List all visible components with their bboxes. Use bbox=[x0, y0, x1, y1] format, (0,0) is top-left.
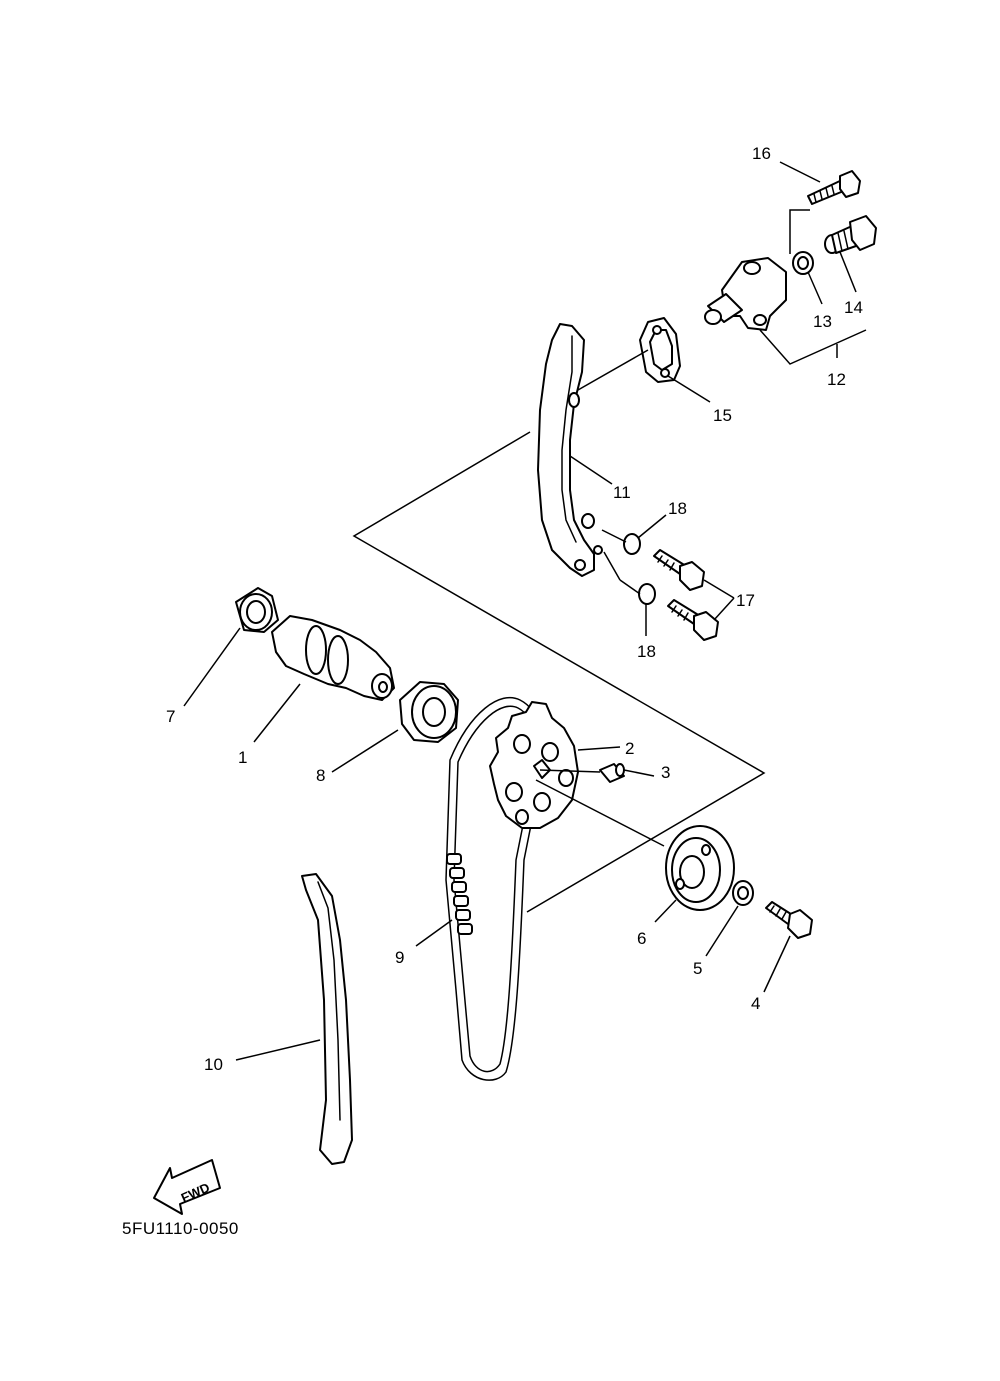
tensioner-gasket[interactable] bbox=[792, 251, 814, 275]
dowel-pin[interactable] bbox=[599, 763, 625, 783]
callout-13: 13 bbox=[813, 312, 832, 331]
guide-bolt-lower[interactable] bbox=[667, 599, 719, 641]
callout-5: 5 bbox=[693, 959, 702, 978]
callout-labels: 16 14 13 12 15 11 18 17 18 7 1 2 3 8 6 9… bbox=[166, 144, 863, 1074]
chain-tensioner-guide[interactable] bbox=[537, 323, 603, 577]
tensioner-gasket-plate[interactable] bbox=[639, 317, 681, 383]
assembly-frame bbox=[352, 431, 766, 913]
callout-6: 6 bbox=[637, 929, 646, 948]
callout-18-upper: 18 bbox=[668, 499, 687, 518]
callout-16: 16 bbox=[752, 144, 771, 163]
callout-8: 8 bbox=[316, 766, 325, 785]
callout-15: 15 bbox=[713, 406, 732, 425]
callout-12: 12 bbox=[827, 370, 846, 389]
tensioner-cap-bolt[interactable] bbox=[824, 215, 877, 254]
callout-11: 11 bbox=[613, 483, 631, 502]
camshaft[interactable] bbox=[271, 615, 395, 701]
fwd-arrow-icon: FWD bbox=[153, 1159, 221, 1215]
tensioner-bolt[interactable] bbox=[807, 170, 861, 205]
camshaft-bearing-small[interactable] bbox=[235, 587, 279, 633]
leader-lines bbox=[183, 161, 867, 1061]
diagram-code: 5FU1110-0050 bbox=[122, 1219, 239, 1238]
sprocket-bolt[interactable] bbox=[765, 901, 813, 939]
callout-9: 9 bbox=[395, 948, 404, 967]
sprocket-washer[interactable] bbox=[732, 880, 754, 906]
timing-chain[interactable] bbox=[445, 696, 544, 1081]
callout-10: 10 bbox=[204, 1055, 223, 1074]
washer-upper[interactable] bbox=[623, 533, 641, 555]
chain-guide[interactable] bbox=[301, 873, 353, 1165]
callout-3: 3 bbox=[661, 763, 670, 782]
callout-1: 1 bbox=[238, 748, 247, 767]
washer-lower[interactable] bbox=[638, 583, 656, 605]
callout-4: 4 bbox=[751, 994, 760, 1013]
callout-14: 14 bbox=[844, 298, 863, 317]
cam-sprocket[interactable] bbox=[489, 701, 579, 829]
callout-18-lower: 18 bbox=[637, 642, 656, 661]
camshaft-bearing-large[interactable] bbox=[399, 681, 459, 743]
callout-7: 7 bbox=[166, 707, 175, 726]
sprocket-plate[interactable] bbox=[665, 825, 735, 911]
callout-2: 2 bbox=[625, 739, 634, 758]
callout-17: 17 bbox=[736, 591, 755, 610]
cam-chain-tensioner-assembly[interactable] bbox=[704, 257, 787, 331]
guide-bolt-upper[interactable] bbox=[653, 549, 705, 591]
